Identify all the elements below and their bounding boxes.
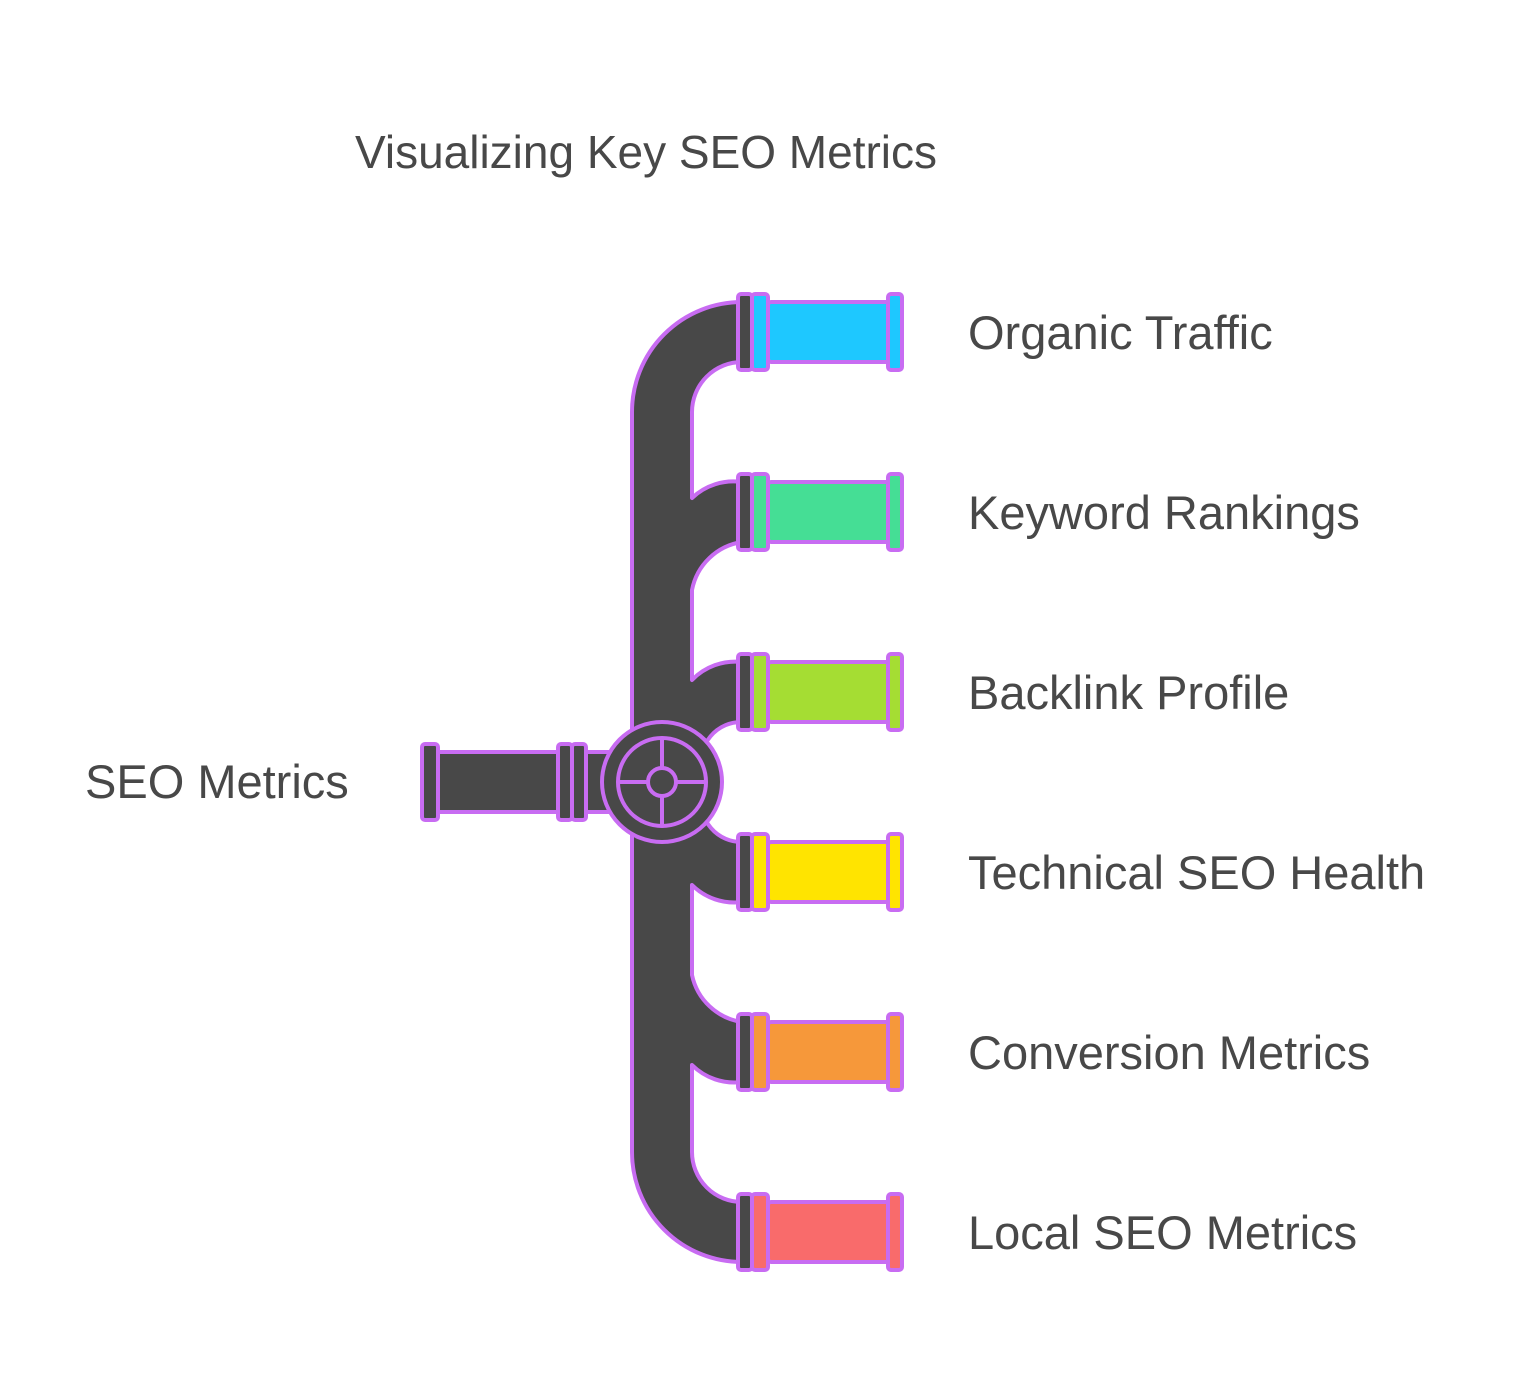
pipe-conversion-metrics [766, 1020, 892, 1084]
source-label: SEO Metrics [85, 755, 349, 808]
flange-color-conversion-metrics [750, 1012, 770, 1092]
flange-inner-keyword-rankings [736, 472, 754, 552]
end-flange-technical-seo-health [886, 832, 904, 912]
flange-color-technical-seo-health [750, 832, 770, 912]
branch-label-conversion-metrics: Conversion Metrics [968, 1026, 1371, 1079]
flange-inner-technical-seo-health [736, 832, 754, 912]
pipe-backlink-profile [766, 660, 892, 724]
end-flange-keyword-rankings [886, 472, 904, 552]
valve-icon [600, 720, 724, 844]
branch-label-backlink-profile: Backlink Profile [968, 666, 1290, 719]
pipe-keyword-rankings [766, 480, 892, 544]
diagram-title: Visualizing Key SEO Metrics [355, 126, 938, 178]
source-end-flange [420, 742, 440, 822]
branch-label-technical-seo-health: Technical SEO Health [968, 846, 1426, 899]
flange-color-local-seo-metrics [750, 1192, 770, 1272]
branch-label-organic-traffic: Organic Traffic [968, 306, 1273, 359]
branch-pipes [736, 292, 904, 1272]
flange-inner-backlink-profile [736, 652, 754, 732]
pipe-technical-seo-health [766, 840, 892, 904]
flange-color-organic-traffic [750, 292, 770, 372]
end-flange-local-seo-metrics [886, 1192, 904, 1272]
end-flange-organic-traffic [886, 292, 904, 372]
flange-inner-local-seo-metrics [736, 1192, 754, 1272]
pipe-local-seo-metrics [766, 1200, 892, 1264]
end-flange-conversion-metrics [886, 1012, 904, 1092]
end-flange-backlink-profile [886, 652, 904, 732]
flange-color-backlink-profile [750, 652, 770, 732]
source-flange-a [556, 742, 574, 822]
flange-color-keyword-rankings [750, 472, 770, 552]
flange-inner-conversion-metrics [736, 1012, 754, 1092]
flange-inner-organic-traffic [736, 292, 754, 372]
branch-label-local-seo-metrics: Local SEO Metrics [968, 1206, 1358, 1259]
source-flange-b [570, 742, 588, 822]
branch-label-keyword-rankings: Keyword Rankings [968, 486, 1360, 539]
valve-hub [646, 766, 678, 798]
pipe-organic-traffic [766, 300, 892, 364]
